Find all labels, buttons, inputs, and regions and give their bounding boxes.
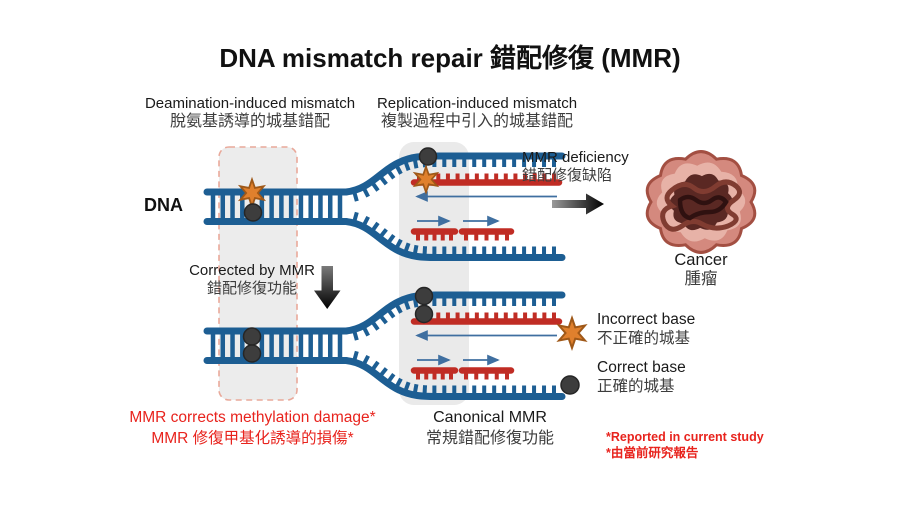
cancer-label-en: Cancer [674, 251, 728, 269]
canonical-highlight-band [399, 142, 469, 405]
study-footnote-line2: *由當前研究報告 [606, 446, 699, 460]
cancer-label-zh: 腫瘤 [684, 270, 718, 288]
canonical-mmr-label-zh: 常規錯配修復功能 [425, 430, 554, 447]
correct-base-dot-icon [243, 203, 263, 222]
corrected-by-mmr-label-en: Corrected by MMR [189, 262, 315, 279]
figure-title: DNA mismatch repair 錯配修復 (MMR) [219, 43, 681, 73]
mmr-deficiency-label-en: MMR deficiency [522, 149, 629, 166]
deamination-header-zh: 脫氨基誘導的城基錯配 [169, 113, 330, 130]
deamination-header: Deamination-induced mismatch 脫氨基誘導的城基錯配 [105, 95, 395, 131]
correct-base-dot-icon [418, 147, 438, 166]
mmr-deficiency-label: MMR deficiency 錯配修復缺陷 [522, 149, 672, 185]
corrected-by-mmr-label-zh: 錯配修復功能 [206, 280, 297, 297]
legend-incorrect-base-star-icon [558, 317, 586, 349]
legend-correct-base-en: Correct base [597, 359, 686, 376]
tumor-illustration [645, 150, 757, 254]
dna-label: DNA [144, 195, 183, 215]
methylation-note-en: MMR corrects methylation damage* [129, 409, 376, 426]
legend-incorrect-base-zh: 不正確的城基 [597, 329, 691, 347]
canonical-mmr-label: Canonical MMR 常規錯配修復功能 [390, 407, 590, 449]
canonical-mmr-label-en: Canonical MMR [433, 409, 547, 426]
study-footnote: *Reported in current study *由當前研究報告 [606, 429, 786, 461]
replication-header: Replication-induced mismatch 複製過程中引入的城基錯… [332, 95, 622, 131]
methylation-note-zh: MMR 修復甲基化誘導的損傷* [151, 430, 354, 447]
replication-header-zh: 複製過程中引入的城基錯配 [380, 113, 573, 130]
legend-correct-base: Correct base 正確的城基 [597, 359, 757, 396]
legend-incorrect-base-en: Incorrect base [597, 311, 696, 328]
mmr-deficiency-arrow-icon [552, 193, 604, 215]
methylation-highlight-band [218, 146, 298, 401]
correct-base-dot-icon [242, 327, 262, 346]
mmr-deficiency-label-zh: 錯配修復缺陷 [522, 167, 613, 184]
correct-base-dot-icon [242, 344, 262, 363]
legend-correct-base-dot-icon [560, 375, 580, 395]
correct-base-dot-icon [414, 286, 434, 306]
corrected-down-arrow-icon [314, 266, 341, 309]
correct-base-dot-icon [414, 304, 434, 324]
cancer-label: Cancer 腫瘤 [640, 251, 762, 289]
legend-incorrect-base: Incorrect base 不正確的城基 [597, 311, 757, 348]
corrected-by-mmr-label: Corrected by MMR 錯配修復功能 [157, 262, 347, 298]
study-footnote-line1: *Reported in current study [606, 430, 764, 444]
legend-correct-base-zh: 正確的城基 [597, 377, 675, 395]
deamination-header-en: Deamination-induced mismatch [144, 95, 356, 112]
replication-header-en: Replication-induced mismatch [376, 95, 578, 112]
methylation-note: MMR corrects methylation damage* MMR 修復甲… [90, 407, 415, 449]
